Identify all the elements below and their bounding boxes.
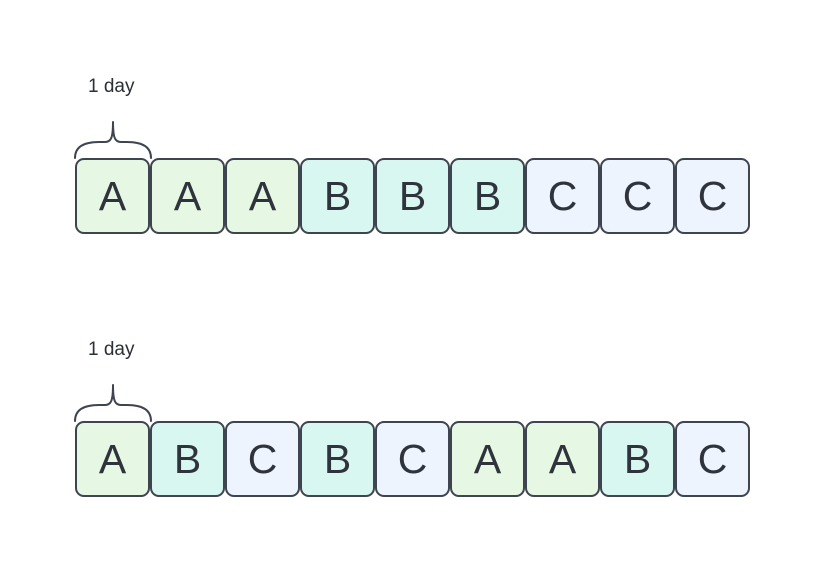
task-cell-c: C <box>225 421 300 497</box>
task-cell-b: B <box>450 158 525 234</box>
task-cell-a: A <box>150 158 225 234</box>
day-label: 1 day <box>88 339 135 360</box>
task-cell-a: A <box>525 421 600 497</box>
day-label: 1 day <box>88 76 135 97</box>
task-cell-c: C <box>675 421 750 497</box>
task-cell-b: B <box>600 421 675 497</box>
curly-brace-icon <box>74 384 152 422</box>
task-cell-a: A <box>225 158 300 234</box>
task-cell-c: C <box>375 421 450 497</box>
task-cell-a: A <box>75 158 150 234</box>
task-cell-a: A <box>75 421 150 497</box>
task-cell-b: B <box>300 421 375 497</box>
task-cell-a: A <box>450 421 525 497</box>
task-cell-c: C <box>525 158 600 234</box>
curly-brace-icon <box>74 121 152 159</box>
task-cell-c: C <box>600 158 675 234</box>
task-cell-b: B <box>300 158 375 234</box>
task-cell-b: B <box>150 421 225 497</box>
task-cell-b: B <box>375 158 450 234</box>
task-cell-c: C <box>675 158 750 234</box>
